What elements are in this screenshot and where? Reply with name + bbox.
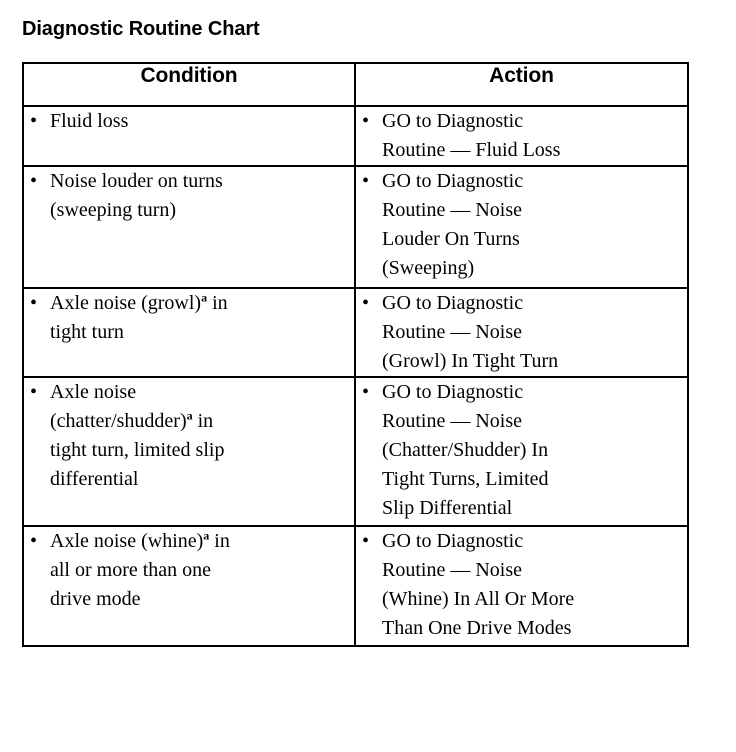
- bullet-icon: •: [362, 170, 370, 192]
- condition-line: differential: [50, 468, 139, 490]
- action-line: Routine — Fluid Loss: [382, 139, 561, 161]
- condition-cell: • Fluid loss: [22, 105, 356, 167]
- condition-text: Noise louder on turns (sweeping turn): [50, 167, 354, 225]
- footnote-marker-icon: a: [201, 290, 208, 305]
- condition-line-text: Axle noise (growl): [50, 292, 202, 314]
- action-line: Routine — Noise: [382, 559, 522, 581]
- condition-line: drive mode: [50, 588, 141, 610]
- bullet-icon: •: [30, 170, 38, 192]
- action-line: (Whine) In All Or More: [382, 588, 575, 610]
- diagnostic-routine-table: Condition Action • Fluid loss •: [22, 62, 689, 647]
- action-line: Louder On Turns: [382, 228, 520, 250]
- condition-line-suffix: in: [192, 410, 214, 432]
- bullet-icon: •: [30, 292, 38, 314]
- condition-line: tight turn: [50, 321, 124, 343]
- condition-bullet-item: • Axle noise (whine)a in all or more tha…: [24, 527, 354, 614]
- table-row: • Fluid loss • GO to Diagnostic Routine …: [22, 105, 689, 167]
- condition-line: Noise louder on turns: [50, 170, 223, 192]
- action-text: GO to Diagnostic Routine — Noise Louder …: [382, 167, 687, 283]
- page-title: Diagnostic Routine Chart: [22, 18, 260, 40]
- column-header-condition: Condition: [22, 62, 356, 107]
- action-text: GO to Diagnostic Routine — Noise (Whine)…: [382, 527, 687, 643]
- action-cell: • GO to Diagnostic Routine — Noise (Grow…: [354, 287, 689, 378]
- condition-text: Axle noise (whine)a in all or more than …: [50, 527, 354, 614]
- column-header-action-label: Action: [489, 64, 554, 87]
- condition-line: (sweeping turn): [50, 199, 177, 221]
- action-line: Routine — Noise: [382, 321, 522, 343]
- action-cell: • GO to Diagnostic Routine — Noise (Chat…: [354, 376, 689, 527]
- action-cell: • GO to Diagnostic Routine — Fluid Loss: [354, 105, 689, 167]
- action-bullet-item: • GO to Diagnostic Routine — Noise (Grow…: [356, 289, 687, 376]
- condition-line: Axle noise (whine)a in: [50, 527, 354, 556]
- condition-line: Axle noise (growl)a in: [50, 289, 354, 318]
- action-text: GO to Diagnostic Routine — Fluid Loss: [382, 107, 687, 165]
- table-row: • Axle noise (whine)a in all or more tha…: [22, 525, 689, 647]
- condition-cell: • Axle noise (whine)a in all or more tha…: [22, 525, 356, 647]
- condition-cell: • Axle noise (chatter/shudder)a in tight…: [22, 376, 356, 527]
- condition-cell: • Axle noise (growl)a in tight turn: [22, 287, 356, 378]
- bullet-icon: •: [30, 110, 38, 132]
- footnote-marker-icon: a: [186, 408, 193, 423]
- action-line: GO to Diagnostic: [382, 170, 524, 192]
- condition-line: all or more than one: [50, 559, 212, 581]
- bullet-icon: •: [362, 110, 370, 132]
- condition-text: Axle noise (growl)a in tight turn: [50, 289, 354, 347]
- action-line: (Chatter/Shudder) In: [382, 439, 549, 461]
- column-header-action: Action: [354, 62, 689, 107]
- action-line: Routine — Noise: [382, 199, 522, 221]
- action-bullet-item: • GO to Diagnostic Routine — Noise (Whin…: [356, 527, 687, 643]
- action-cell: • GO to Diagnostic Routine — Noise Loude…: [354, 165, 689, 289]
- table-row: • Axle noise (chatter/shudder)a in tight…: [22, 376, 689, 527]
- action-line: GO to Diagnostic: [382, 530, 524, 552]
- action-line: (Growl) In Tight Turn: [382, 350, 559, 372]
- condition-line-suffix: in: [209, 530, 230, 552]
- table-header-row: Condition Action: [22, 62, 689, 107]
- condition-text: Fluid loss: [50, 107, 354, 136]
- action-line: Tight Turns, Limited: [382, 468, 549, 490]
- bullet-icon: •: [362, 381, 370, 403]
- column-header-condition-label: Condition: [140, 64, 238, 87]
- action-line: GO to Diagnostic: [382, 381, 524, 403]
- bullet-icon: •: [362, 292, 370, 314]
- condition-line: Fluid loss: [50, 110, 129, 132]
- condition-cell: • Noise louder on turns (sweeping turn): [22, 165, 356, 289]
- condition-line: (chatter/shudder)a in: [50, 407, 354, 436]
- table-row: • Axle noise (growl)a in tight turn • GO…: [22, 287, 689, 378]
- action-line: GO to Diagnostic: [382, 292, 524, 314]
- condition-text: Axle noise (chatter/shudder)a in tight t…: [50, 378, 354, 494]
- table-row: • Noise louder on turns (sweeping turn) …: [22, 165, 689, 289]
- action-cell: • GO to Diagnostic Routine — Noise (Whin…: [354, 525, 689, 647]
- action-line: Slip Differential: [382, 497, 513, 519]
- action-text: GO to Diagnostic Routine — Noise (Chatte…: [382, 378, 687, 523]
- condition-line: Axle noise: [50, 381, 137, 403]
- condition-bullet-item: • Axle noise (chatter/shudder)a in tight…: [24, 378, 354, 494]
- bullet-icon: •: [30, 381, 38, 403]
- action-line: Routine — Noise: [382, 410, 522, 432]
- condition-line-suffix: in: [207, 292, 228, 314]
- footnote-marker-icon: a: [203, 528, 210, 543]
- condition-bullet-item: • Fluid loss: [24, 107, 354, 136]
- condition-line-text: (chatter/shudder): [50, 410, 187, 432]
- condition-bullet-item: • Noise louder on turns (sweeping turn): [24, 167, 354, 225]
- condition-bullet-item: • Axle noise (growl)a in tight turn: [24, 289, 354, 347]
- action-bullet-item: • GO to Diagnostic Routine — Noise (Chat…: [356, 378, 687, 523]
- bullet-icon: •: [362, 530, 370, 552]
- action-line: Than One Drive Modes: [382, 617, 572, 639]
- action-bullet-item: • GO to Diagnostic Routine — Fluid Loss: [356, 107, 687, 165]
- condition-line-text: Axle noise (whine): [50, 530, 204, 552]
- action-bullet-item: • GO to Diagnostic Routine — Noise Loude…: [356, 167, 687, 283]
- action-text: GO to Diagnostic Routine — Noise (Growl)…: [382, 289, 687, 376]
- condition-line: tight turn, limited slip: [50, 439, 225, 461]
- action-line: GO to Diagnostic: [382, 110, 524, 132]
- action-line: (Sweeping): [382, 257, 475, 279]
- bullet-icon: •: [30, 530, 38, 552]
